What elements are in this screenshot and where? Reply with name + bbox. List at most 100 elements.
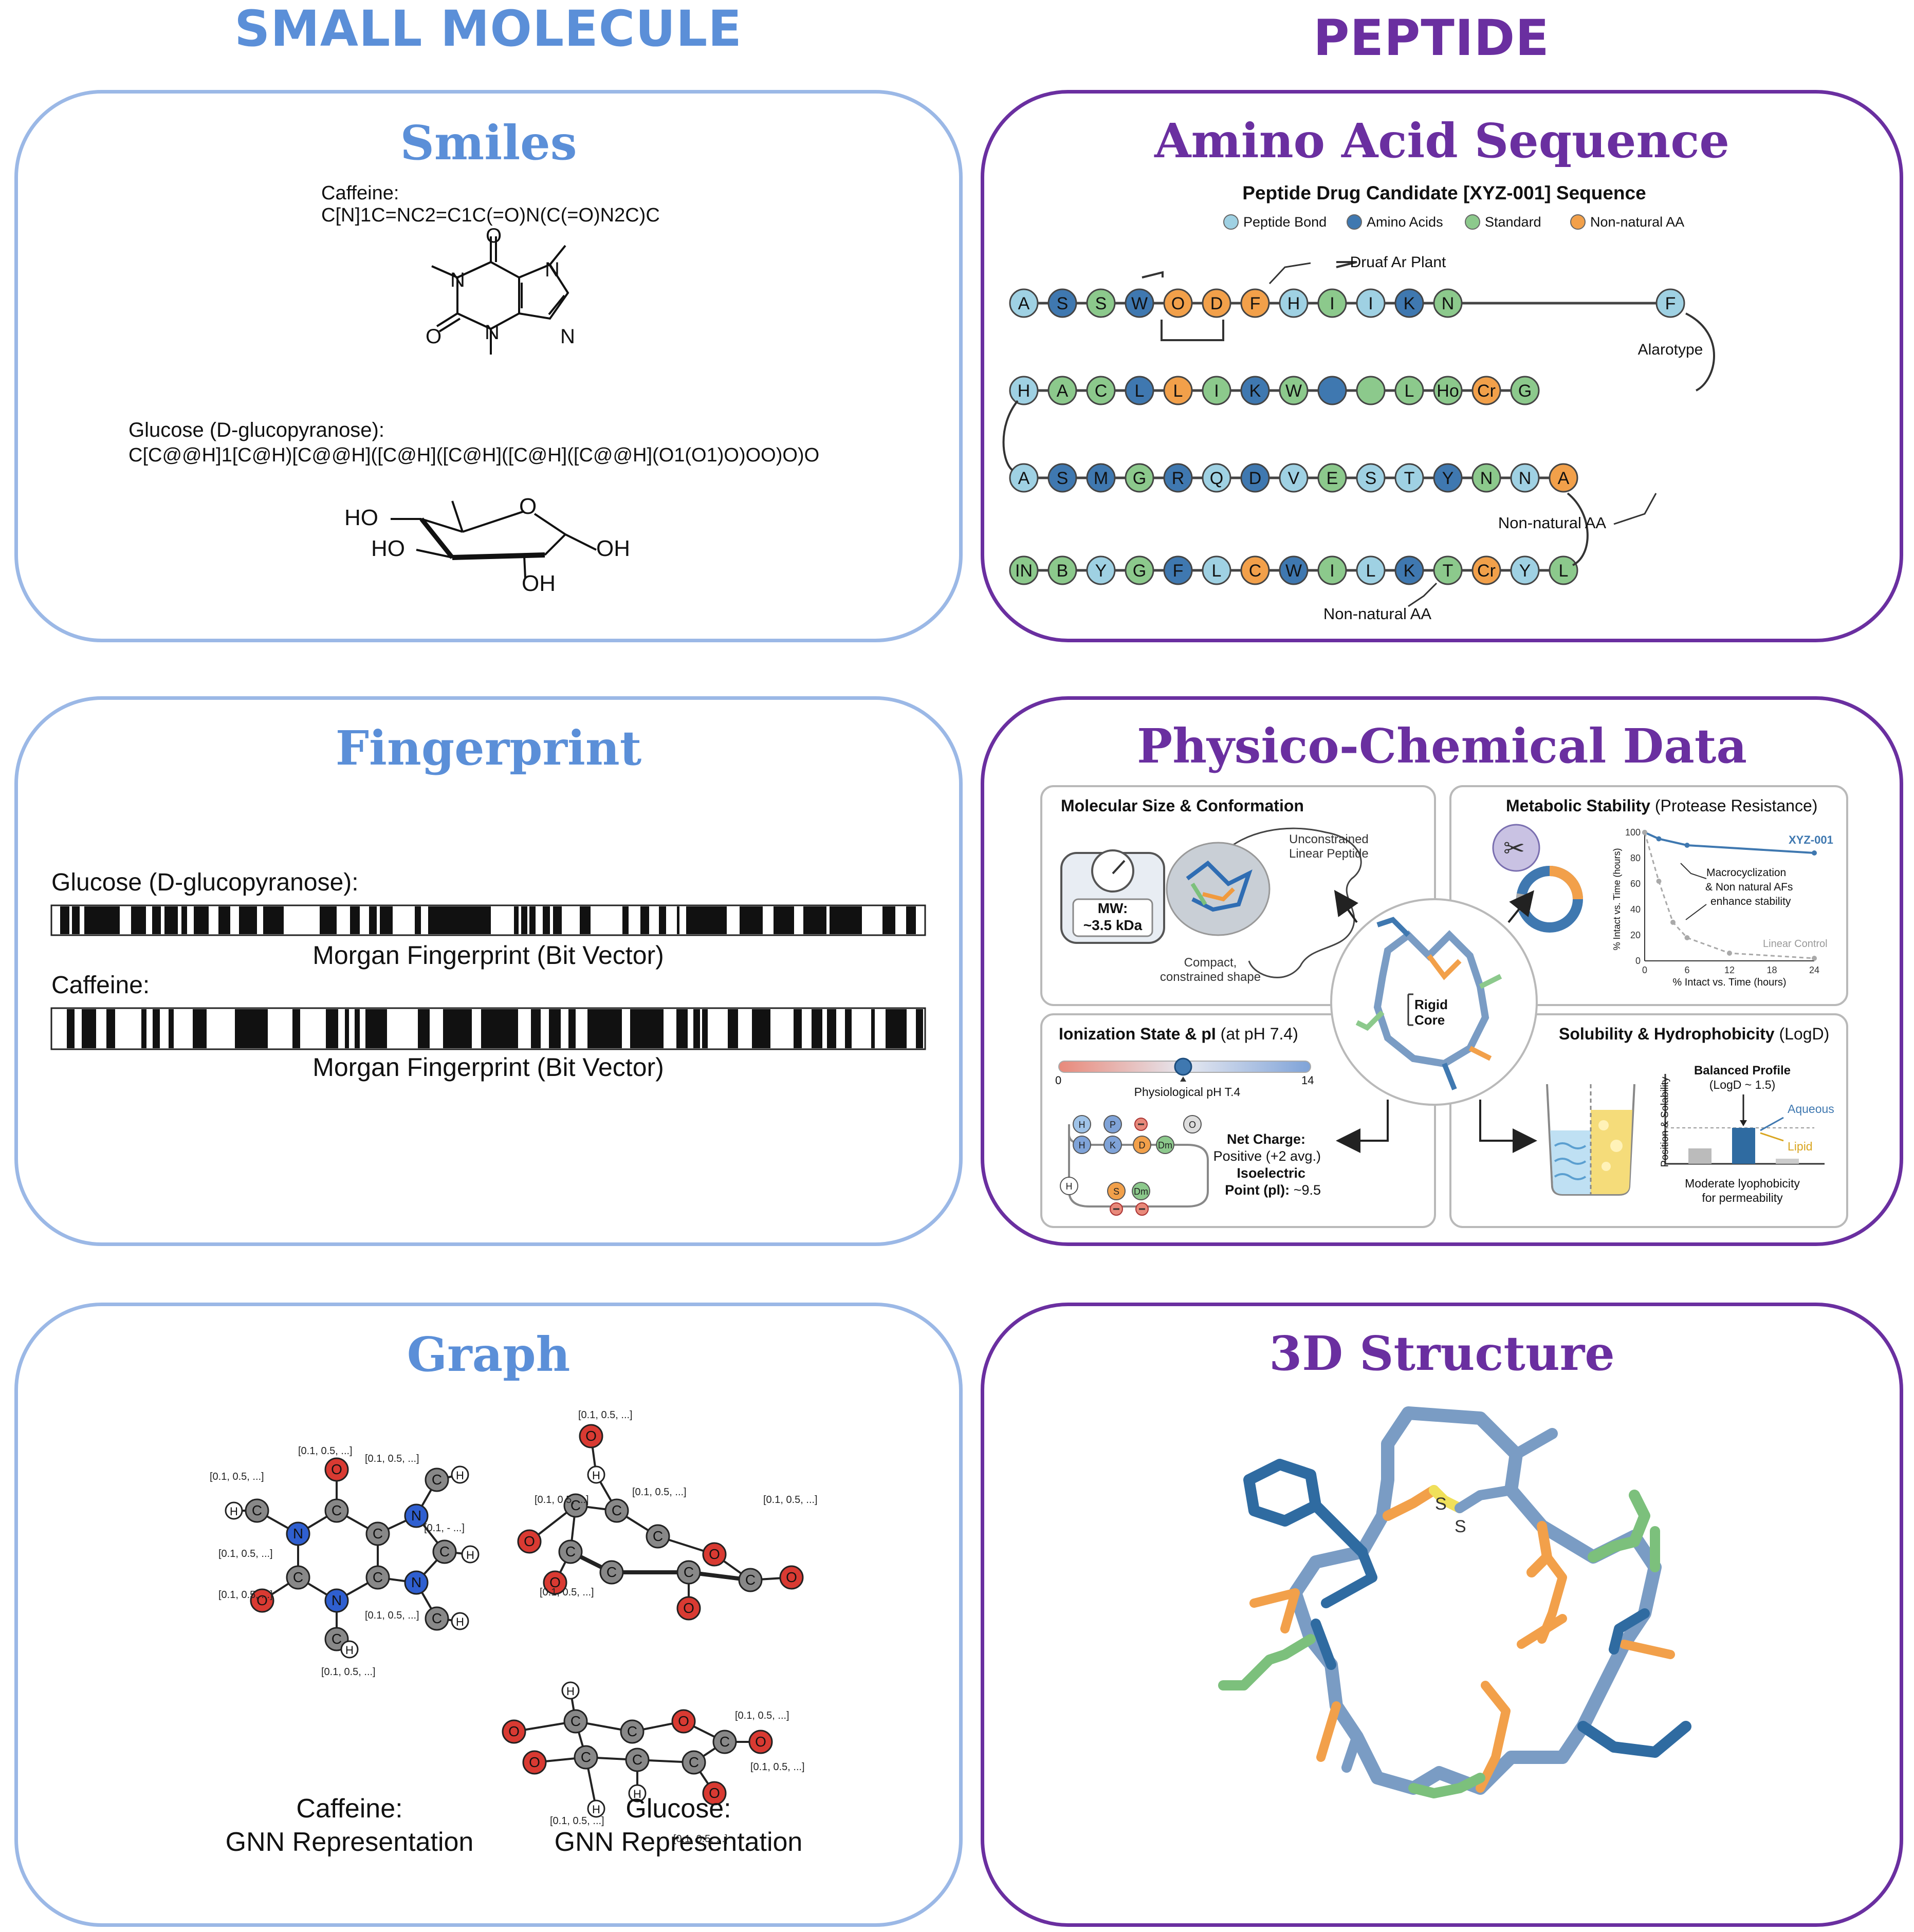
- bit: [529, 906, 536, 934]
- atom-label: C: [570, 1713, 581, 1729]
- bit: [916, 1009, 918, 1048]
- atom-node: [561, 1681, 580, 1700]
- atom-node: [579, 1424, 603, 1448]
- svg-text:N: N: [485, 321, 500, 344]
- residue-label: W: [1285, 381, 1302, 401]
- bit: [553, 906, 562, 934]
- bit: [464, 1009, 472, 1048]
- atom-node: [574, 1745, 598, 1770]
- bit: [327, 906, 333, 934]
- bit: [320, 906, 327, 934]
- scale-icon: [1060, 849, 1165, 944]
- residue: [1047, 463, 1077, 493]
- atom-node: [340, 1640, 359, 1659]
- residue: [1163, 463, 1193, 493]
- x-axis-label: % Intact vs. Time (hours): [1672, 977, 1786, 988]
- residue-label: M: [1094, 469, 1108, 488]
- atom-label: O: [709, 1785, 720, 1801]
- residue-label: N: [1480, 469, 1493, 488]
- residue-label: W: [1285, 561, 1302, 581]
- residue-label: I: [1214, 381, 1219, 401]
- compact-label-2: constrained shape: [1160, 970, 1261, 984]
- atom-label: C: [627, 1723, 637, 1739]
- atom-label: O: [786, 1569, 797, 1585]
- bit: [918, 1009, 923, 1048]
- bit: [661, 1009, 664, 1048]
- residue: [1163, 288, 1193, 318]
- bit: [355, 1009, 360, 1048]
- residue: [1394, 376, 1424, 405]
- residue: [1009, 288, 1039, 318]
- bit: [141, 1009, 146, 1048]
- residue: [1510, 555, 1540, 585]
- bit: [333, 906, 337, 934]
- bit: [131, 906, 134, 934]
- bit: [438, 906, 445, 934]
- solubility-note-2: for permeability: [1702, 1191, 1783, 1204]
- feature-vector: [0.1, 0.5, ...]: [535, 1494, 589, 1506]
- bit: [153, 1009, 160, 1048]
- residue-node: [1103, 1115, 1122, 1134]
- bit: [713, 906, 725, 934]
- bit: [886, 1009, 897, 1048]
- residue-label: A: [1018, 294, 1030, 313]
- atom-label: O: [678, 1713, 689, 1729]
- bit: [845, 1009, 852, 1048]
- atom-label: C: [432, 1472, 442, 1488]
- linear-label-2: Linear Peptide: [1289, 847, 1369, 861]
- residue: [1317, 463, 1347, 493]
- atom-label: H: [456, 1469, 464, 1482]
- sequence-panel: Amino Acid Sequence: [981, 90, 1903, 642]
- bit: [481, 1009, 489, 1048]
- atom-node: [425, 1467, 449, 1492]
- bit: [587, 1009, 596, 1048]
- atom-label: H: [345, 1644, 354, 1657]
- residue: [1240, 555, 1270, 585]
- residue: [1471, 555, 1501, 585]
- bit: [350, 906, 352, 934]
- bit: [659, 906, 666, 934]
- bit: [521, 906, 524, 934]
- structure-title: 3D Structure: [1269, 1326, 1615, 1381]
- bit: [498, 1009, 507, 1048]
- residue: [1202, 463, 1231, 493]
- x-tick-label: 0: [1642, 965, 1647, 975]
- data-point: [1684, 843, 1690, 848]
- bit: [803, 906, 815, 934]
- glucose-smiles: C[C@@H]1[C@H)[C@@H]([C@H]([C@H]([C@H]([C…: [128, 444, 820, 466]
- atom-node: [522, 1750, 547, 1775]
- alarotype-annotation: Alarotype: [1638, 341, 1703, 358]
- residue-label: H: [1287, 294, 1300, 313]
- bit: [682, 1009, 688, 1048]
- bit: [470, 906, 478, 934]
- x-tick-label: 12: [1724, 965, 1735, 975]
- residue-node: [1073, 1115, 1091, 1134]
- bit: [656, 1009, 661, 1048]
- residue: [1279, 463, 1309, 493]
- druaf-annotation: Druaf Ar Plant: [1350, 254, 1446, 271]
- data-point: [1656, 836, 1662, 842]
- feature-vector: [0.1, 0.5, ...]: [365, 1610, 419, 1621]
- residue-node-label: Dm: [1158, 1140, 1172, 1150]
- residue-label: S: [1057, 469, 1069, 488]
- residue: [1356, 288, 1386, 318]
- bit: [447, 1009, 457, 1048]
- bit: [116, 906, 120, 934]
- svg-text:O: O: [519, 494, 537, 519]
- residue-label: L: [1173, 381, 1183, 401]
- note-arrow: [1680, 863, 1707, 879]
- residue: [1394, 463, 1424, 493]
- atom-node: [563, 1493, 588, 1518]
- bit: [171, 906, 178, 934]
- atom-label: C: [332, 1631, 342, 1647]
- residue-label: A: [1558, 469, 1570, 488]
- mw-label: MW:: [1097, 900, 1128, 916]
- residue: [1202, 288, 1231, 318]
- residue: [1202, 376, 1231, 405]
- data-point: [1670, 920, 1676, 925]
- structure-panel: 3D Structure: [981, 1303, 1903, 1927]
- bit: [164, 906, 171, 934]
- bit: [693, 1009, 700, 1048]
- caffeine-gnn-caption-2: GNN Representation: [225, 1827, 474, 1857]
